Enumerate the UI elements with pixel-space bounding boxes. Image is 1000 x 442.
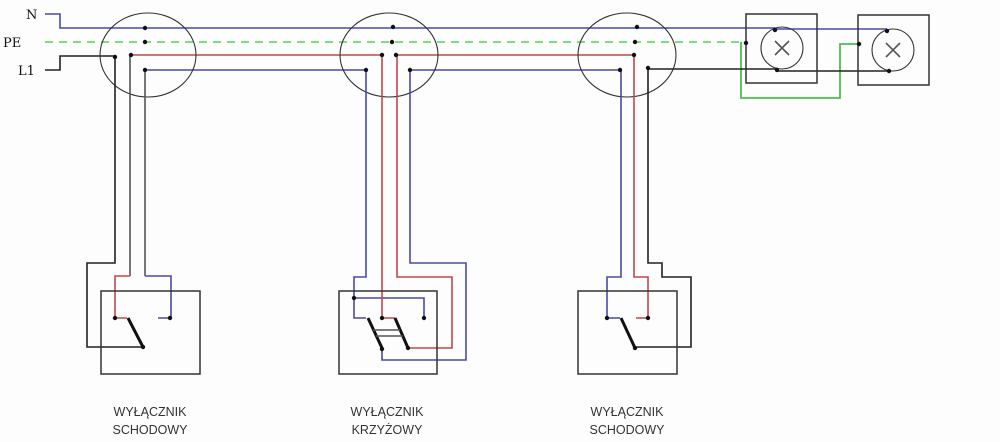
junction-box-2 xyxy=(339,12,439,98)
switch2-lever-a xyxy=(366,317,384,349)
switch1-blue-link xyxy=(145,275,172,319)
switch2-caption-line1: WYŁĄCZNIK xyxy=(351,405,425,419)
switch1-phase-drop xyxy=(86,57,143,348)
switch3-red-drop xyxy=(633,55,649,319)
label-n: N xyxy=(26,8,37,23)
lamp-box-2 xyxy=(857,14,930,86)
switch2-blue-drop-b xyxy=(381,70,467,361)
switch3-lever xyxy=(619,317,637,349)
switch-box-1 xyxy=(100,290,201,375)
neutral-wire xyxy=(45,13,887,30)
switch2-blue-drop-a xyxy=(353,70,367,319)
switch3-caption-line1: WYŁĄCZNIK xyxy=(591,405,665,419)
terminal-dots xyxy=(112,24,892,352)
lamp-1-cross-icon xyxy=(774,40,790,56)
switch2-red-drop-a xyxy=(381,55,395,319)
switch1-caption-line2: SCHODOWY xyxy=(113,423,189,437)
switch1-lever xyxy=(126,317,145,348)
switch2-linkage xyxy=(373,329,403,337)
junction-box-1 xyxy=(99,12,197,98)
switch3-blue-drop xyxy=(606,70,622,319)
lamp-2-icon xyxy=(871,28,915,72)
lamp-2-cross-icon xyxy=(885,42,901,58)
label-pe: PE xyxy=(3,36,21,51)
label-l1: L1 xyxy=(18,64,35,79)
switch2-caption-line2: KRZYŻOWY xyxy=(352,423,423,437)
lamp-1-icon xyxy=(760,26,804,70)
switch1-red-link xyxy=(114,275,130,319)
switch3-caption-line2: SCHODOWY xyxy=(590,423,666,437)
switch2-blue-bridge xyxy=(354,297,425,318)
pe-lamp-link-wire xyxy=(740,42,859,99)
junction-box-3 xyxy=(577,12,677,98)
switch3-phase-drop xyxy=(635,69,692,348)
switched-phase-wire xyxy=(648,68,889,72)
switch2-lever-b xyxy=(393,317,410,349)
switch-box-2 xyxy=(338,290,438,375)
lamp-box-1 xyxy=(745,13,818,84)
switch1-caption-line1: WYŁĄCZNIK xyxy=(114,405,188,419)
phase-wire xyxy=(45,55,115,71)
switch-box-3 xyxy=(577,290,678,375)
